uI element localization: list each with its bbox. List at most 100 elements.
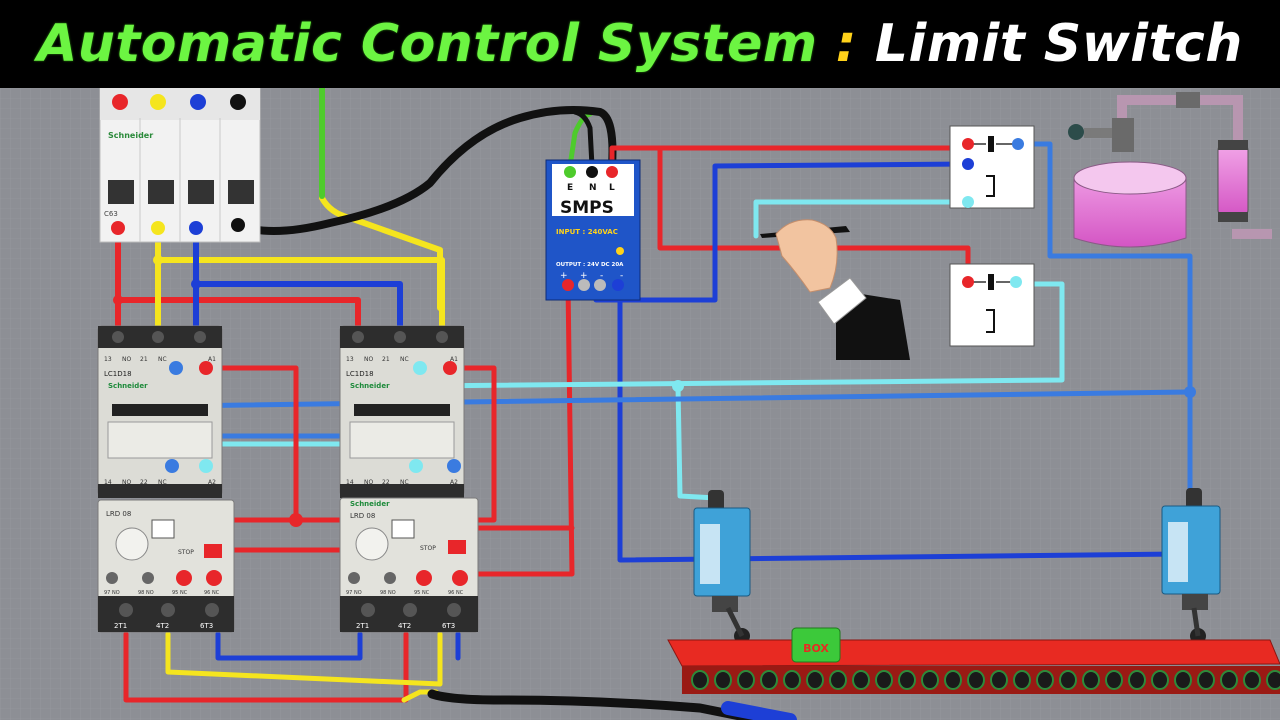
c2-term-22: 22 xyxy=(382,479,390,486)
c1-brand: Schneider xyxy=(108,382,148,390)
wire-yellow-l2 xyxy=(155,225,445,331)
conveyor-roller xyxy=(1128,670,1146,690)
c1-term-21: 21 xyxy=(140,356,148,363)
wire-blue-l3 xyxy=(193,225,403,331)
motor-connector xyxy=(721,701,797,720)
video-title: Automatic Control System: Limit Switch xyxy=(37,14,1243,74)
conveyor-roller xyxy=(1220,670,1238,690)
ol1-term-95: 95 NC xyxy=(172,590,188,596)
wire-cyan-to-ls1 xyxy=(675,383,719,501)
c1-term-no-b: NO xyxy=(122,479,131,486)
wire-red-to-switch2 xyxy=(609,145,971,287)
wire-yellow-motor xyxy=(165,631,443,687)
wire-black-neutral xyxy=(234,106,617,235)
overload-relay-2: Schneider LRD 08 STOP 97 NO 98 NO 95 NC … xyxy=(339,497,479,633)
terminal-cap-black xyxy=(230,94,246,110)
wire-black-smps xyxy=(572,109,595,169)
overload-relay-1: LRD 08 STOP 97 NO 98 NO 95 NC 96 NC 2T1 … xyxy=(97,499,235,633)
title-bar: Automatic Control System: Limit Switch xyxy=(0,0,1280,88)
c2-brand: Schneider xyxy=(350,382,390,390)
ol1-term-96: 96 NC xyxy=(204,590,220,596)
smps-out-plus-1: + xyxy=(560,271,568,281)
smps-term-e: E xyxy=(567,183,573,193)
wire-cyan-switch1-out xyxy=(753,199,971,239)
terminal-cap-red xyxy=(112,94,128,110)
conveyor-roller xyxy=(829,670,847,690)
conveyor-roller xyxy=(1243,670,1261,690)
c2-model: LC1D18 xyxy=(346,370,374,378)
switch-box-1 xyxy=(949,125,1035,209)
ol2-dial xyxy=(355,527,389,561)
wire-lightblue-to-ls2 xyxy=(1015,141,1193,499)
contactor-2: 13 NO 21 NC A1 LC1D18 Schneider 14 NO 22… xyxy=(339,325,465,498)
mcb-toggle-3 xyxy=(188,180,214,204)
smps-term-n: N xyxy=(589,183,597,193)
title-part-1: Automatic Control System xyxy=(37,14,818,74)
conveyor-roller xyxy=(990,670,1008,690)
smps-out-minus-2: - xyxy=(620,271,623,281)
ol2-stop-button xyxy=(448,540,466,554)
title-separator: : xyxy=(835,14,857,74)
c1-term-no: NO xyxy=(122,356,131,363)
conveyor-roller xyxy=(783,670,801,690)
smps-input: INPUT : 240VAC xyxy=(556,228,618,236)
ol1-dial xyxy=(115,527,149,561)
ol2-term-96: 96 NC xyxy=(448,590,464,596)
junctions xyxy=(113,255,1196,527)
conveyor-roller xyxy=(1082,670,1100,690)
conveyor-roller xyxy=(714,670,732,690)
conveyor-roller xyxy=(1266,670,1280,690)
conveyor-roller xyxy=(921,670,939,690)
ol1-term-97: 97 NO xyxy=(104,590,120,596)
c1-term-13: 13 xyxy=(104,356,112,363)
conveyor-roller xyxy=(852,670,870,690)
wire-blue-motor xyxy=(215,631,363,661)
ol2-term-95: 95 NC xyxy=(414,590,430,596)
mcb-rating: C63 xyxy=(104,210,118,218)
c1-term-22: 22 xyxy=(140,479,148,486)
conveyor-roller xyxy=(737,670,755,690)
terminal-cap-yellow xyxy=(150,94,166,110)
conveyor-roller xyxy=(806,670,824,690)
conveyor-roller xyxy=(898,670,916,690)
switch-box-2 xyxy=(949,263,1035,347)
terminal-cap-blue xyxy=(190,94,206,110)
wire-blue-smps-minus xyxy=(617,281,1183,563)
smps-name: SMPS xyxy=(560,198,614,218)
ol1-term-98: 98 NO xyxy=(138,590,154,596)
mcb-toggle-1 xyxy=(108,180,134,204)
ol1-out-6t3: 6T3 xyxy=(200,622,213,630)
c1-term-a2: A2 xyxy=(208,479,216,486)
conveyor-roller xyxy=(760,670,778,690)
ol2-out-2t1: 2T1 xyxy=(356,622,369,630)
wiring-diagram: Schneider C63 13 NO 21 NC A1 LC1D18 Schn… xyxy=(0,88,1280,720)
c2-term-no: NO xyxy=(364,356,373,363)
title-part-2: Limit Switch xyxy=(874,14,1243,74)
conveyor-belt xyxy=(667,639,1280,694)
conveyor-roller xyxy=(875,670,893,690)
mcb-toggle-2 xyxy=(148,180,174,204)
ol1-stop-label: STOP xyxy=(178,549,194,556)
c2-term-nc-b: NC xyxy=(400,479,409,486)
conveyor-roller xyxy=(1105,670,1123,690)
ol2-out-6t3: 6T3 xyxy=(442,622,455,630)
c1-term-14: 14 xyxy=(104,479,112,486)
motor-cable xyxy=(427,689,765,720)
c2-term-a1: A1 xyxy=(450,356,458,363)
ol2-model: LRD 08 xyxy=(350,512,375,520)
c2-term-21: 21 xyxy=(382,356,390,363)
ol1-out-2t1: 2T1 xyxy=(114,622,127,630)
mcb-brand: Schneider xyxy=(108,131,153,140)
mcb-toggle-4 xyxy=(228,180,254,204)
ol2-brand: Schneider xyxy=(350,500,390,508)
conveyor-roller xyxy=(1059,670,1077,690)
conveyor-roller xyxy=(1174,670,1192,690)
hand-with-pen-illustration xyxy=(760,219,910,360)
smps-output: OUTPUT : 24V DC 20A xyxy=(556,262,624,268)
c1-term-nc: NC xyxy=(158,356,167,363)
ol1-out-4t2: 4T2 xyxy=(156,622,169,630)
ol2-term-97: 97 NO xyxy=(346,590,362,596)
c1-term-a1: A1 xyxy=(208,356,216,363)
smps-power-supply: E N L SMPS INPUT : 240VAC OUTPUT : 24V D… xyxy=(545,159,641,301)
